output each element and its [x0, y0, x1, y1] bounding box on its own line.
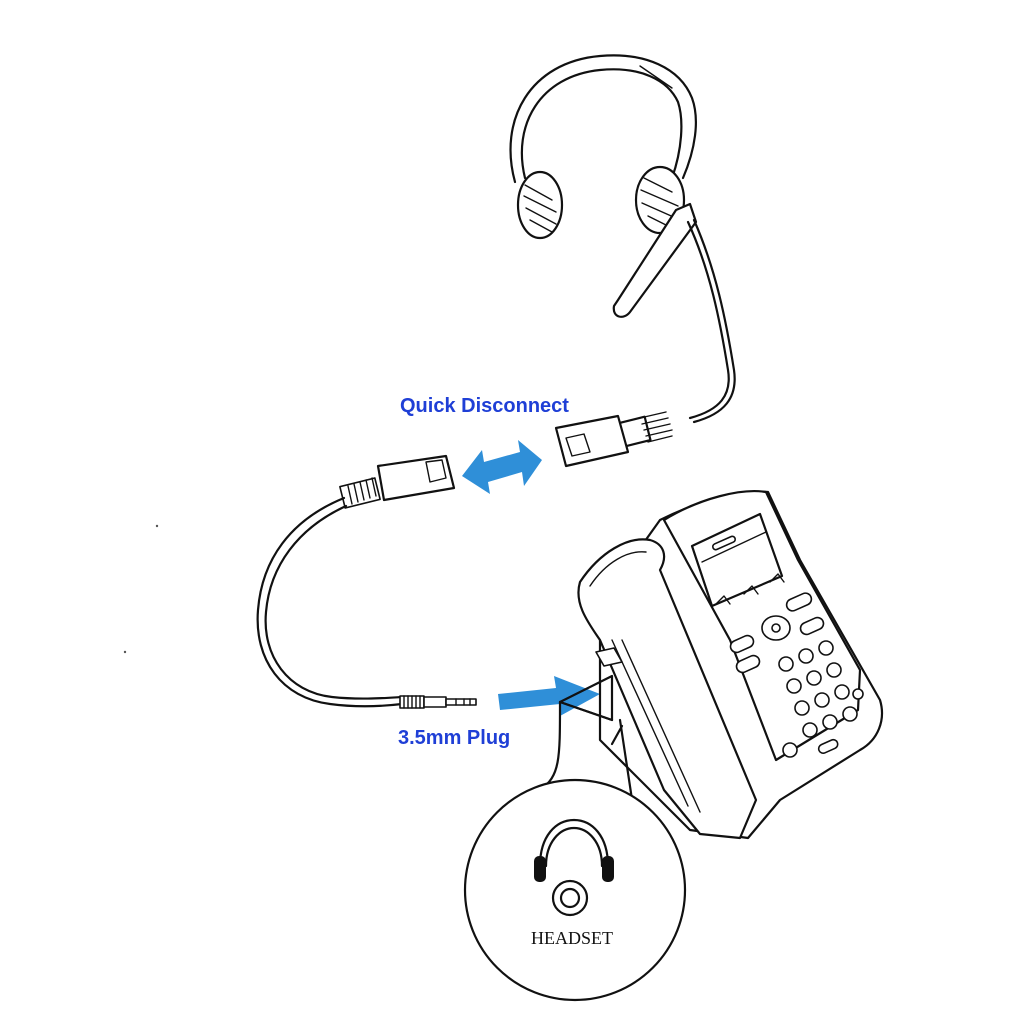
qd-connector-headset-side: [554, 411, 673, 468]
plug-label: 3.5mm Plug: [398, 727, 510, 749]
adapter-cable-inner: [264, 504, 404, 700]
callout-right-line: [610, 724, 624, 746]
headset-jack-icon: [534, 818, 614, 917]
double-arrow-icon: [462, 440, 542, 494]
stray-mark: [155, 524, 159, 528]
adapter-cable: [256, 496, 404, 708]
callout-left-line: [538, 700, 562, 792]
plug-3-5mm: [399, 695, 477, 709]
quick-disconnect-label: Quick Disconnect: [400, 395, 569, 417]
qd-connector-cord-side: [339, 454, 456, 509]
headset-port-callout: HEADSET: [463, 778, 687, 1002]
desk-phone-icon: [577, 490, 884, 840]
headset-icon: [509, 54, 736, 424]
headset-jack-label: HEADSET: [531, 928, 613, 948]
stray-mark: [123, 650, 127, 654]
